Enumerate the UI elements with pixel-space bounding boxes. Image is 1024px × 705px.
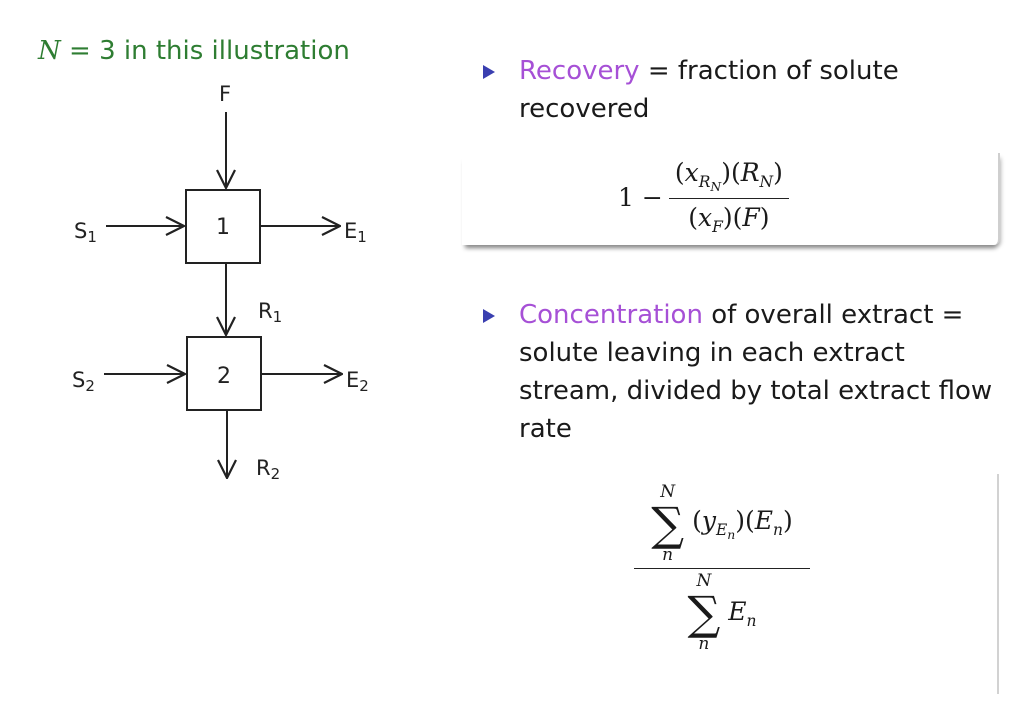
bullet-text: = fraction of solute recovered (519, 56, 899, 124)
solvent-1-label: S1 (74, 219, 97, 246)
raffinate-1-label: R1 (258, 299, 282, 326)
recovery-formula: 1 − (xRN)(RN) (xF)(F) (618, 158, 789, 236)
bullet-term: Concentration (519, 300, 703, 330)
recovery-fraction: (xRN)(RN) (xF)(F) (668, 158, 789, 237)
bullet-recovery: Recovery = fraction of solute recovered (483, 52, 1003, 128)
recovery-denominator: (xF)(F) (688, 203, 770, 237)
bullet-term: Recovery (519, 56, 640, 86)
feed-label: F (219, 82, 231, 106)
bullet-triangle-icon (483, 65, 495, 79)
stage-2-number: 2 (217, 364, 231, 389)
fraction-bar (634, 568, 810, 569)
concentration-formula: N ∑ n (yEn)(En) N ∑ n En (634, 484, 810, 653)
caption-text: = 3 in this illustration (69, 36, 350, 66)
bullet-concentration: Concentration of overall extract = solut… (483, 296, 1003, 448)
summation-operator: N ∑ n (651, 482, 685, 565)
caption-variable: N (38, 36, 61, 66)
recovery-numerator: (xRN)(RN) (668, 158, 789, 200)
extract-1-label: E1 (344, 219, 367, 246)
extract-2-label: E2 (346, 368, 369, 395)
formula-box-edge (997, 474, 999, 694)
stage-1-number: 1 (216, 215, 230, 240)
bullet-text: of overall extract = solute leaving in e… (519, 300, 993, 444)
summation-operator: N ∑ n (687, 571, 721, 654)
diagram-caption: N = 3 in this illustration (38, 36, 350, 66)
raffinate-2-label: R2 (256, 456, 280, 483)
bullet-triangle-icon (483, 309, 495, 323)
concentration-denominator: N ∑ n En (687, 571, 757, 654)
formula-one-minus: 1 − (618, 182, 663, 212)
concentration-numerator: N ∑ n (yEn)(En) (651, 482, 793, 565)
cascade-diagram: F 1 S1 E1 R1 2 S2 E2 R2 (72, 82, 369, 483)
solvent-2-label: S2 (72, 368, 95, 395)
